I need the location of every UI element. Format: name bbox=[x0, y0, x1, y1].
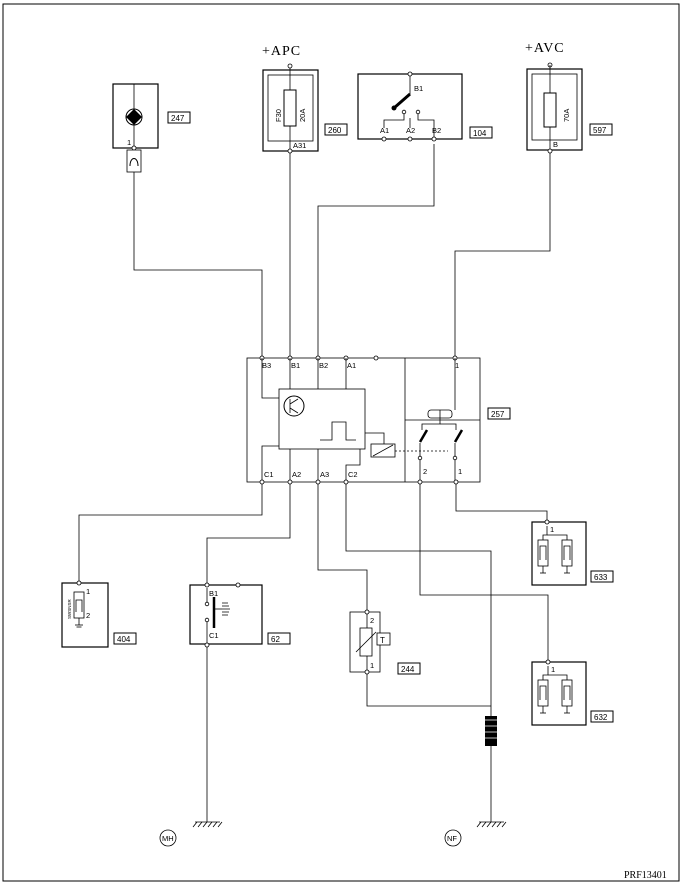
c404-label: SWSNSR bbox=[67, 598, 72, 619]
c257-number: 257 bbox=[491, 410, 505, 419]
c244-pin-1: 1 bbox=[370, 661, 374, 670]
ignition-switch-icon bbox=[393, 92, 411, 110]
c257-relay-pin-1-top: 1 bbox=[455, 361, 459, 370]
c257-pin-b1: B1 bbox=[291, 361, 300, 370]
component-633: 1 633 bbox=[531, 519, 614, 586]
heater-element-icon bbox=[561, 679, 573, 707]
c597-rating: 70A bbox=[562, 109, 571, 122]
ground-nf-label: NF bbox=[447, 834, 457, 843]
c257-relay-pin-2: 2 bbox=[423, 467, 427, 476]
c633-pin: 1 bbox=[550, 525, 554, 534]
fuse-icon bbox=[543, 92, 557, 128]
c257-pin-a2: A2 bbox=[292, 470, 301, 479]
c597-number: 597 bbox=[593, 126, 607, 135]
heater-element-icon bbox=[537, 679, 549, 707]
c247-pin-label: 1 bbox=[127, 138, 131, 147]
c260-rating: 20A bbox=[298, 109, 307, 122]
c404-number: 404 bbox=[117, 635, 131, 644]
c104-pin-a2: A2 bbox=[406, 126, 415, 135]
c104-number: 104 bbox=[473, 129, 487, 138]
component-257: B3 B1 B2 A1 1 bbox=[246, 355, 511, 485]
c597-pin-label: B bbox=[553, 140, 558, 149]
c244-number: 244 bbox=[401, 665, 415, 674]
component-247: 1 247 bbox=[112, 83, 191, 173]
c62-number: 62 bbox=[271, 635, 280, 644]
diagram-frame bbox=[2, 3, 680, 882]
pulse-icon bbox=[320, 421, 356, 441]
c257-pin-b3: B3 bbox=[262, 361, 271, 370]
ground-nf: NF bbox=[444, 821, 507, 847]
reference-code: PRF13401 bbox=[624, 870, 667, 881]
transistor-icon bbox=[283, 395, 305, 417]
c247-number: 247 bbox=[171, 114, 185, 123]
ground-mh: MH bbox=[159, 821, 223, 847]
heater-element-icon bbox=[561, 539, 573, 567]
component-104: B1 A1 A2 B2 104 bbox=[357, 71, 493, 142]
c244-symbol: T bbox=[380, 636, 385, 645]
component-62: B1 C1 62 bbox=[189, 582, 291, 648]
c260-pin-label: A31 bbox=[293, 141, 306, 150]
c257-relay-pin-1-bottom: 1 bbox=[458, 467, 462, 476]
c62-pin-b1: B1 bbox=[209, 589, 218, 598]
c404-pin-top: 1 bbox=[86, 587, 90, 596]
c104-pin-a1: A1 bbox=[380, 126, 389, 135]
heater-element-icon bbox=[537, 539, 549, 567]
component-632: 1 632 bbox=[531, 659, 614, 726]
wires bbox=[78, 144, 551, 822]
relay-contact-icon bbox=[453, 429, 464, 443]
c632-pin: 1 bbox=[551, 665, 555, 674]
c244-pin-2: 2 bbox=[370, 616, 374, 625]
component-404: SWSNSR 1 2 404 bbox=[61, 580, 137, 648]
temperature-warning-icon bbox=[129, 158, 139, 167]
ferrite-coil-icon bbox=[485, 716, 497, 746]
sensor-icon bbox=[73, 591, 85, 619]
component-260: F30 20A A31 260 bbox=[262, 63, 348, 154]
c257-pin-b2: B2 bbox=[319, 361, 328, 370]
c257-pin-c1: C1 bbox=[264, 470, 274, 479]
c260-fuse-code: F30 bbox=[274, 109, 283, 122]
avc-supply-label: +AVC bbox=[525, 41, 565, 56]
component-244: 2 1 T 244 bbox=[349, 609, 421, 675]
c257-pin-c2: C2 bbox=[348, 470, 358, 479]
c260-number: 260 bbox=[328, 126, 342, 135]
relay-contact-icon bbox=[418, 429, 429, 443]
apc-supply-label: +APC bbox=[262, 44, 301, 59]
c633-number: 633 bbox=[594, 573, 608, 582]
c62-pin-c1: C1 bbox=[209, 631, 219, 640]
ground-mh-marker bbox=[159, 829, 177, 847]
fuse-icon bbox=[283, 89, 297, 127]
c257-pin-a1: A1 bbox=[347, 361, 356, 370]
ground-mh-label: MH bbox=[162, 834, 174, 843]
c404-pin-bottom: 2 bbox=[86, 611, 90, 620]
c632-number: 632 bbox=[594, 713, 608, 722]
c104-pin-b1: B1 bbox=[414, 84, 423, 93]
c257-pin-a3: A3 bbox=[320, 470, 329, 479]
component-597: 70A B 597 bbox=[526, 62, 613, 154]
c104-pin-b2: B2 bbox=[432, 126, 441, 135]
ground-nf-marker bbox=[444, 829, 462, 847]
